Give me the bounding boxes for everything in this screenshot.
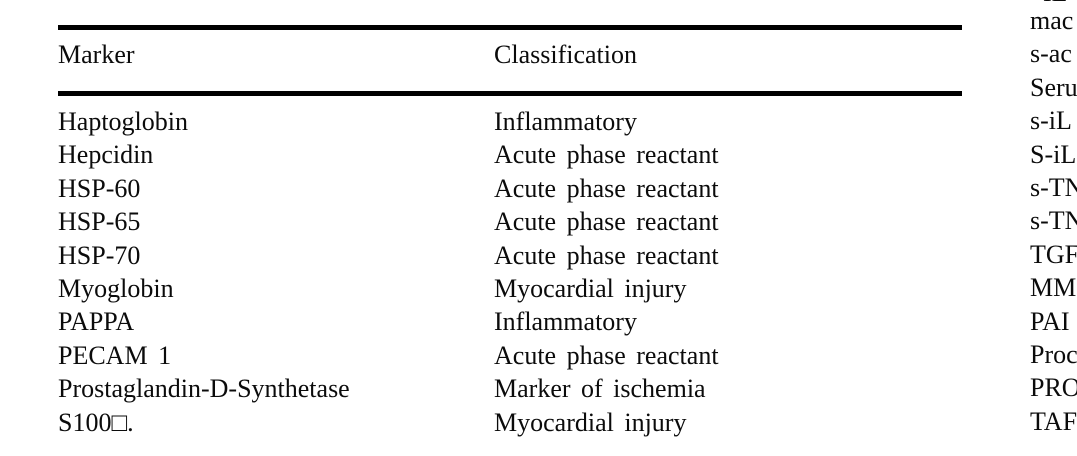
table-row: HSP-60 Acute phase reactant: [58, 172, 1077, 205]
adjacent-column-line: MMP: [1030, 273, 1077, 303]
adjacent-column-line: Proc: [1030, 339, 1077, 369]
adjacent-column-line: PAI: [1030, 306, 1070, 336]
classification-cell: Marker of ischemia: [494, 374, 706, 404]
adjacent-column-line: s-ac: [1030, 39, 1072, 69]
classification-cell: Acute phase reactant: [494, 240, 719, 270]
marker-cell: PAPPA: [58, 307, 135, 337]
table-row: S100□. Myocardial injury: [58, 406, 1077, 439]
adjacent-column-line: S-iL: [1030, 139, 1077, 169]
table-row: PAPPA Inflammatory: [58, 305, 1077, 338]
marker-cell: HSP-65: [58, 207, 141, 237]
classification-cell: Acute phase reactant: [494, 207, 719, 237]
adjacent-column-line: PROC: [1030, 373, 1077, 403]
table-row: Hepcidin Acute phase reactant: [58, 138, 1077, 171]
adjacent-column-line: s-iL: [1030, 106, 1072, 136]
adjacent-column-line: s-TN: [1030, 172, 1077, 202]
table-row: Prostaglandin-D-Synthetase Marker of isc…: [58, 372, 1077, 405]
marker-cell: HSP-60: [58, 173, 141, 203]
adjacent-column-line: mac: [1030, 6, 1074, 35]
marker-cell: S100□.: [58, 407, 134, 437]
marker-cell: Hepcidin: [58, 140, 154, 170]
table-body: Haptoglobin Inflammatory Hepcidin Acute …: [58, 105, 1077, 439]
classification-cell: Myocardial injury: [494, 407, 687, 437]
column-header-classification: Classification: [494, 40, 637, 69]
column-header-marker: Marker: [58, 40, 135, 69]
table-top-rule: [58, 25, 962, 30]
adjacent-column-cropped-top-line: IL: [1043, 0, 1068, 9]
marker-cell: PECAM 1: [58, 340, 172, 370]
adjacent-column-line: TAF: [1030, 406, 1077, 436]
table-header-rule: [58, 91, 962, 96]
classification-cell: Inflammatory: [494, 107, 637, 136]
marker-cell: HSP-70: [58, 240, 141, 270]
table-row: HSP-70 Acute phase reactant: [58, 239, 1077, 272]
classification-cell: Acute phase reactant: [494, 173, 719, 203]
adjacent-column-line: Seru: [1030, 72, 1077, 102]
table-row: HSP-65 Acute phase reactant: [58, 205, 1077, 238]
adjacent-column-line: TGF: [1030, 239, 1077, 269]
marker-cell: Haptoglobin: [58, 107, 188, 136]
marker-cell: Prostaglandin-D-Synthetase: [58, 374, 350, 404]
table-row: Myoglobin Myocardial injury: [58, 272, 1077, 305]
marker-cell: Myoglobin: [58, 273, 174, 303]
classification-cell: Acute phase reactant: [494, 140, 719, 170]
classification-cell: Inflammatory: [494, 307, 637, 337]
adjacent-column-line: s-TN: [1030, 206, 1077, 236]
table-row: Haptoglobin Inflammatory: [58, 105, 1077, 138]
table-row: PECAM 1 Acute phase reactant: [58, 339, 1077, 372]
classification-cell: Acute phase reactant: [494, 340, 719, 370]
adjacent-column-fragments: mac s-ac Seru s-iL S-iL s-TN s-TN TGF MM…: [1030, 4, 1077, 438]
classification-cell: Myocardial injury: [494, 273, 687, 303]
